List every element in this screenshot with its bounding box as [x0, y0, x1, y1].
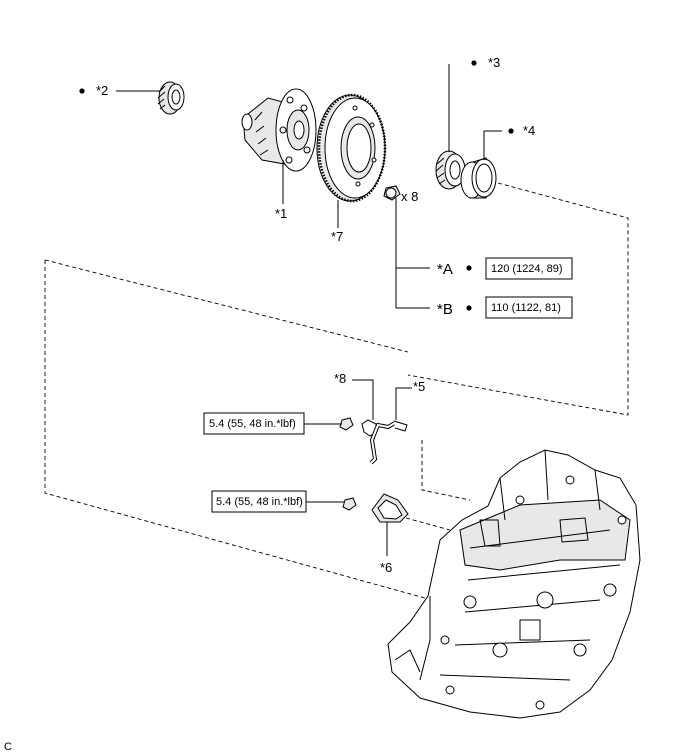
callout-label-5: *5: [413, 379, 425, 394]
torque-box-upper-bolt: 5.4 (55, 48 in.*lbf): [203, 412, 305, 435]
leader-lines: [116, 64, 502, 556]
transaxle-housing-illustration: [387, 449, 641, 719]
part-7-ring-gear-illustration: [316, 93, 387, 203]
ring-gear-bolt-illustration: [383, 185, 401, 201]
figure-corner-code: C: [4, 741, 12, 753]
dashed-reference-lines: [44, 182, 629, 601]
callout-label-4: *4: [523, 123, 535, 138]
callout-label-6: *6: [380, 560, 392, 575]
torque-value-upper-bolt: 5.4 (55, 48 in.*lbf): [209, 418, 296, 430]
torque-value-A: 120 (1224, 89): [491, 263, 563, 275]
part-5-oil-pipe-illustration: [369, 420, 408, 465]
part-4-bearing-outer-race-illustration: [460, 157, 497, 199]
lower-bolt-illustration: [342, 497, 357, 511]
callout-label-B: *B: [437, 301, 453, 318]
part-2-bearing-illustration: [157, 81, 185, 115]
callout-label-1: *1: [275, 206, 287, 221]
torque-box-lower-bolt: 5.4 (55, 48 in.*lbf): [211, 490, 307, 513]
callout-dots: [79, 60, 514, 311]
torque-value-lower-bolt: 5.4 (55, 48 in.*lbf): [216, 496, 303, 508]
torque-box-A: 120 (1224, 89): [485, 257, 573, 280]
part-1-differential-case-illustration: [241, 88, 317, 172]
part-6-plate-illustration: [371, 493, 409, 523]
part-3-bearing-illustration: [435, 150, 466, 190]
callout-label-7: *7: [331, 229, 343, 244]
callout-label-3: *3: [488, 55, 500, 70]
torque-box-B: 110 (1122, 81): [485, 296, 573, 319]
bolt-quantity-label: x 8: [401, 189, 418, 204]
callout-label-A: *A: [437, 261, 453, 278]
torque-value-B: 110 (1122, 81): [491, 302, 561, 314]
upper-bolt-illustration: [339, 417, 354, 431]
callout-label-2: *2: [96, 83, 108, 98]
callout-label-8: *8: [334, 371, 346, 386]
